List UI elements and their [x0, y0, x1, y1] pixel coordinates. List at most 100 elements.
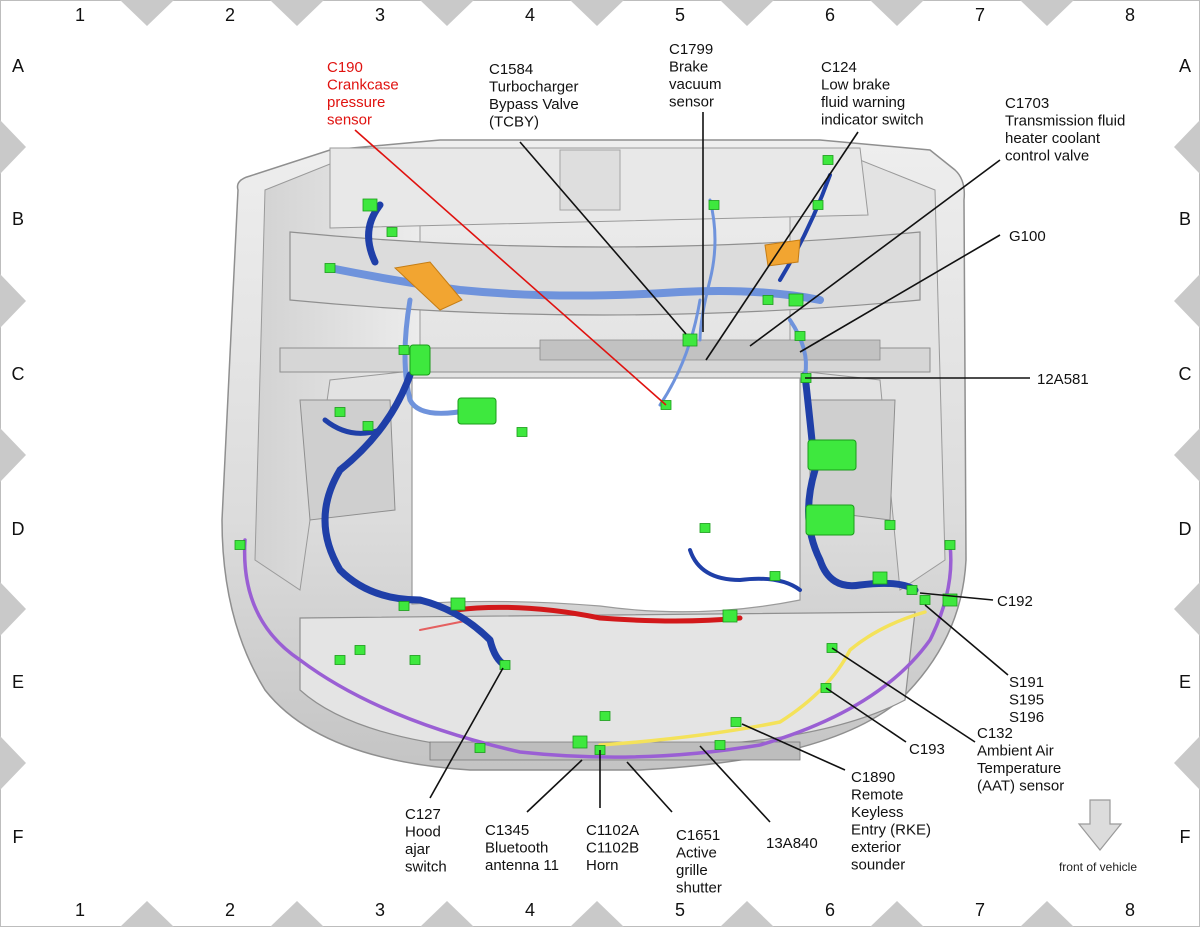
callout-line: heater coolant: [1005, 130, 1101, 147]
callout-line: S191: [1009, 674, 1044, 691]
callout-line: antenna 11: [485, 857, 559, 874]
grid-row-left-C: C: [12, 364, 25, 384]
callout-line: Keyless: [851, 804, 904, 821]
callout-line: C190: [327, 59, 363, 76]
module-block: [807, 439, 857, 471]
leader-c190: [354, 129, 667, 406]
connector-marker: [398, 345, 410, 355]
connector-marker: [906, 585, 918, 595]
grid-row-right-B: B: [1179, 209, 1191, 229]
connector-marker: [769, 571, 781, 581]
callout-line: C1890: [851, 769, 895, 786]
grid-col-top-7: 7: [975, 5, 985, 25]
connector-marker: [788, 293, 804, 307]
callout-line: 13A840: [766, 835, 818, 852]
callout-line: Active: [676, 845, 717, 862]
callout-line: G100: [1009, 228, 1046, 245]
grid-col-top-3: 3: [375, 5, 385, 25]
callout-line: exterior: [851, 839, 901, 856]
grid-col-top-1: 1: [75, 5, 85, 25]
callout-line: C132: [977, 725, 1013, 742]
connector-marker: [474, 743, 486, 753]
connector-marker: [386, 227, 398, 237]
callout-line: sounder: [851, 857, 905, 874]
grid-row-left-D: D: [12, 519, 25, 539]
leader-c124: [705, 131, 859, 361]
callout-line: vacuum: [669, 76, 722, 93]
module-block: [409, 344, 431, 376]
connector-marker: [822, 155, 834, 165]
grid-col-top-8: 8: [1125, 5, 1135, 25]
grid-col-bottom-6: 6: [825, 900, 835, 920]
connector-marker: [324, 263, 336, 273]
connector-marker: [722, 609, 738, 623]
connector-marker: [362, 198, 378, 212]
callout-line: Horn: [586, 857, 619, 874]
leader-c1890: [741, 723, 846, 771]
callout-line: C192: [997, 593, 1033, 610]
callout-line: S196: [1009, 709, 1044, 726]
front-of-vehicle-label: front of vehicle: [1059, 860, 1137, 874]
grid-col-bottom-1: 1: [75, 900, 85, 920]
connector-marker: [362, 421, 374, 431]
callout-line: C1584: [489, 61, 533, 78]
grid-col-bottom-4: 4: [525, 900, 535, 920]
grid-row-right-A: A: [1179, 56, 1191, 76]
connector-marker: [682, 333, 698, 347]
callout-line: (AAT) sensor: [977, 778, 1064, 795]
callout-line: C124: [821, 59, 857, 76]
connector-marker: [572, 735, 588, 749]
callout-g100: G100: [1009, 228, 1046, 245]
leader-c192: [919, 592, 994, 601]
callout-line: ajar: [405, 841, 430, 858]
connector-marker: [714, 740, 726, 750]
callout-line: Temperature: [977, 760, 1061, 777]
callout-line: S195: [1009, 692, 1044, 709]
connector-marker: [884, 520, 896, 530]
callout-line: Bypass Valve: [489, 96, 579, 113]
callout-line: 12A581: [1037, 371, 1089, 388]
grid-col-top-4: 4: [525, 5, 535, 25]
callout-c192: C192: [997, 593, 1033, 610]
callout-13a840: 13A840: [766, 835, 818, 852]
callout-line: sensor: [327, 112, 372, 129]
grid-col-bottom-8: 8: [1125, 900, 1135, 920]
leader-c1703: [749, 159, 1001, 347]
callout-line: Low brake: [821, 77, 890, 94]
connector-marker: [450, 597, 466, 611]
callout-line: control valve: [1005, 148, 1089, 165]
connector-marker: [354, 645, 366, 655]
connector-marker: [812, 200, 824, 210]
grid-row-left-F: F: [13, 827, 24, 847]
vehicle-front-structure: [221, 139, 967, 771]
leader-c127: [429, 667, 504, 799]
leader-13a840: [699, 745, 771, 823]
grid-col-top-2: 2: [225, 5, 235, 25]
callout-line: C127: [405, 806, 441, 823]
callout-line: pressure: [327, 94, 385, 111]
callout-line: indicator switch: [821, 112, 924, 129]
callout-line: Entry (RKE): [851, 822, 931, 839]
callout-line: C1703: [1005, 95, 1049, 112]
leader-c1345: [526, 759, 583, 813]
connector-marker: [334, 407, 346, 417]
connector-marker: [499, 660, 511, 670]
connector-marker: [919, 595, 931, 605]
module-block: [457, 397, 497, 425]
callout-line: Hood: [405, 824, 441, 841]
callout-line: C1102B: [586, 840, 639, 857]
callout-line: C1651: [676, 827, 720, 844]
leader-c1584: [519, 141, 687, 335]
grid-col-bottom-5: 5: [675, 900, 685, 920]
connector-marker: [872, 571, 888, 585]
grid-row-left-B: B: [12, 209, 24, 229]
callout-line: shutter: [676, 880, 722, 897]
connector-marker: [398, 601, 410, 611]
